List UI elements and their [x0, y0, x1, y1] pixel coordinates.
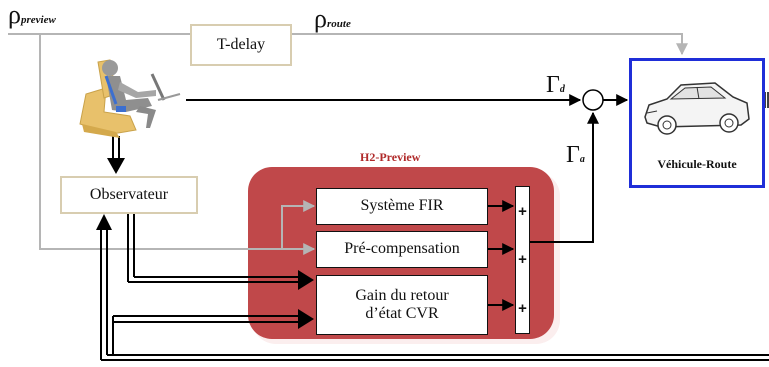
gamma-a-label: Γa	[566, 142, 585, 168]
sum-sign-fir: +	[518, 202, 527, 220]
gain-retour-etat-block: Gain du retour d’état CVR	[316, 275, 488, 335]
gain-line-2: d’état CVR	[365, 305, 439, 322]
rho-preview-label: ρpreview	[8, 0, 56, 29]
gamma-a-line	[530, 111, 599, 243]
summing-junction	[582, 89, 604, 111]
summation-bar: + + +	[515, 186, 530, 334]
observateur-block: Observateur	[60, 176, 198, 214]
systeme-fir-block: Système FIR	[316, 188, 488, 225]
rho-route-label: ρroute	[314, 4, 351, 33]
gain-line-1: Gain du retour	[355, 286, 449, 304]
sum-sign-gain: +	[518, 300, 527, 318]
car-icon	[644, 82, 750, 135]
pre-compensation-block: Pré-compensation	[316, 231, 488, 268]
fir-input-line	[281, 200, 316, 249]
rho-preview-line	[39, 34, 316, 255]
t-delay-block: T-delay	[190, 24, 292, 66]
rho-route-line	[8, 33, 688, 56]
vehicule-route-label: Véhicule-Route	[657, 157, 737, 171]
seated-driver-icon	[79, 59, 181, 138]
sum-sign-precomp: +	[518, 251, 527, 269]
h2-preview-title: H2-Preview	[360, 150, 421, 164]
gamma-d-label: Γd	[546, 72, 565, 98]
vehicule-route-block: Véhicule-Route	[629, 58, 765, 188]
